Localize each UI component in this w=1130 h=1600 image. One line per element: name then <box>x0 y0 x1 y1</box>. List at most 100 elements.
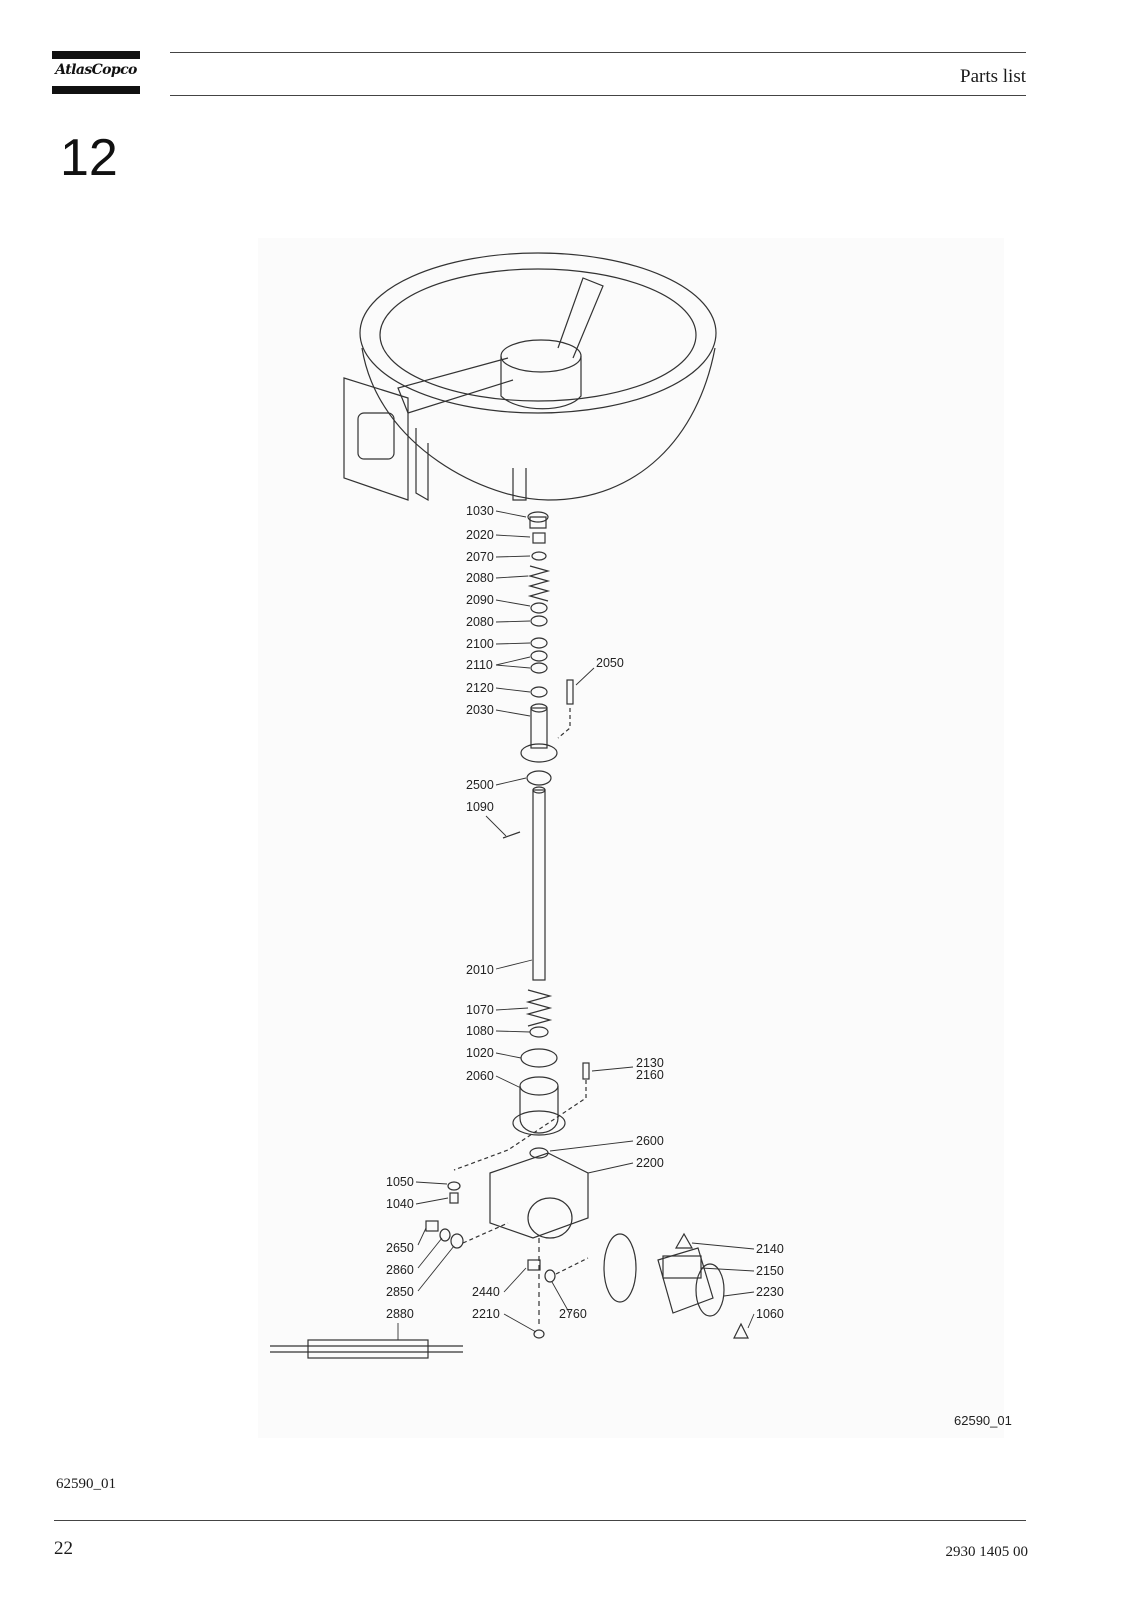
part-2500 <box>526 770 552 786</box>
part-2650 <box>425 1220 439 1232</box>
part-1080 <box>529 1026 549 1038</box>
leader-2050-dashed <box>557 708 571 739</box>
callout-2080-ring: 2080 <box>466 615 494 629</box>
housing-foot-right <box>512 468 527 501</box>
callout-1040: 1040 <box>386 1197 414 1211</box>
part-2200-flange <box>527 1197 573 1239</box>
footer-rule <box>54 1520 1026 1521</box>
callout-2070: 2070 <box>466 550 494 564</box>
callout-2500: 2500 <box>466 778 494 792</box>
callout-2440: 2440 <box>472 1285 500 1299</box>
callout-2010: 2010 <box>466 963 494 977</box>
housing-rim-outer <box>359 252 717 414</box>
part-2010-shaft <box>532 789 546 981</box>
part-2030-flange <box>520 743 558 763</box>
callout-2100: 2100 <box>466 637 494 651</box>
housing-foot-left <box>415 428 429 502</box>
header-rule-bottom <box>170 95 1026 96</box>
logo-bar-bottom <box>52 86 140 94</box>
part-1040 <box>449 1192 459 1204</box>
callout-labels: 1030 2020 2070 2080 2090 2080 2100 2110 … <box>386 504 784 1321</box>
callout-2020: 2020 <box>466 528 494 542</box>
callout-2200: 2200 <box>636 1156 664 1170</box>
motor-body <box>657 1247 714 1314</box>
callout-2650: 2650 <box>386 1241 414 1255</box>
part-1060-warning-label <box>733 1322 749 1339</box>
part-2200-gearbox <box>489 1152 589 1239</box>
drawing-svg: 1030 2020 2070 2080 2090 2080 2100 2110 … <box>270 252 784 1359</box>
part-2110-a <box>530 650 548 662</box>
leader-mount-dashed <box>453 1080 587 1171</box>
callout-2600: 2600 <box>636 1134 664 1148</box>
page-number: 22 <box>54 1538 73 1559</box>
callout-2160: 2160 <box>636 1068 664 1082</box>
housing-bowl <box>361 347 716 501</box>
part-2080-spring <box>527 565 551 602</box>
callout-2030: 2030 <box>466 703 494 717</box>
part-1020 <box>520 1048 558 1068</box>
callout-leaders <box>397 510 755 1340</box>
callout-2760: 2760 <box>559 1307 587 1321</box>
part-2030-top <box>530 703 548 713</box>
part-1050 <box>447 1181 461 1191</box>
part-2090 <box>530 602 548 614</box>
figure-id-label: 62590_01 <box>954 1413 1012 1428</box>
part-2020 <box>532 532 546 544</box>
figure-reference: 62590_01 <box>56 1476 116 1492</box>
part-2060-top <box>519 1076 559 1096</box>
part-2130 <box>582 1062 590 1080</box>
part-2140-warning-label <box>674 1232 694 1249</box>
callout-2230: 2230 <box>756 1285 784 1299</box>
motor-end-cap <box>695 1263 725 1317</box>
part-2110-b <box>530 662 548 674</box>
atlas-copco-logo: AtlasCopco <box>52 51 140 94</box>
part-2860 <box>439 1228 451 1242</box>
housing-flange-port <box>357 412 395 460</box>
callout-1020: 1020 <box>466 1046 494 1060</box>
callout-2130: 2130 <box>636 1056 664 1070</box>
part-1090-pin <box>502 831 521 839</box>
part-1030-top <box>527 511 549 523</box>
callout-1060: 1060 <box>756 1307 784 1321</box>
callout-2090: 2090 <box>466 593 494 607</box>
housing-rim-inner <box>379 268 697 402</box>
part-2150-terminal-box <box>662 1255 702 1279</box>
callout-2140: 2140 <box>756 1242 784 1256</box>
part-1070-spring <box>525 989 553 1027</box>
callout-2860: 2860 <box>386 1263 414 1277</box>
part-2760 <box>544 1269 556 1283</box>
part-1030 <box>529 516 547 529</box>
callout-2850: 2850 <box>386 1285 414 1299</box>
part-2850 <box>450 1233 464 1249</box>
document-number: 2930 1405 00 <box>945 1544 1029 1560</box>
housing-hub-top <box>500 339 582 373</box>
callout-2150: 2150 <box>756 1264 784 1278</box>
leader-side-dashed <box>462 1222 509 1244</box>
callout-1080: 1080 <box>466 1024 494 1038</box>
part-2060-flange <box>512 1110 566 1136</box>
logo-bar-top <box>52 51 140 59</box>
page-title: Parts list <box>960 66 1026 87</box>
header-rule-top <box>170 52 1026 53</box>
part-2050 <box>566 679 574 705</box>
part-2440 <box>527 1259 541 1271</box>
motor-adapter-flange <box>603 1233 637 1303</box>
callout-2060: 2060 <box>466 1069 494 1083</box>
housing-side-flange <box>343 377 409 501</box>
housing-rib-left <box>397 357 514 414</box>
part-2060-body <box>519 1086 559 1134</box>
callout-1030: 1030 <box>466 504 494 518</box>
callout-2880: 2880 <box>386 1307 414 1321</box>
housing-hub-body <box>500 356 582 410</box>
callout-2120: 2120 <box>466 681 494 695</box>
part-2120 <box>530 686 548 698</box>
part-2010-top <box>532 786 546 794</box>
section-number: 12 <box>60 129 118 187</box>
part-2100 <box>530 637 548 649</box>
callout-1090: 1090 <box>466 800 494 814</box>
callout-2110: 2110 <box>466 658 493 672</box>
part-2080-ring <box>530 615 548 627</box>
part-2070 <box>531 551 547 561</box>
part-2880-body <box>307 1339 429 1359</box>
leader-motor-dashed <box>555 1257 589 1275</box>
